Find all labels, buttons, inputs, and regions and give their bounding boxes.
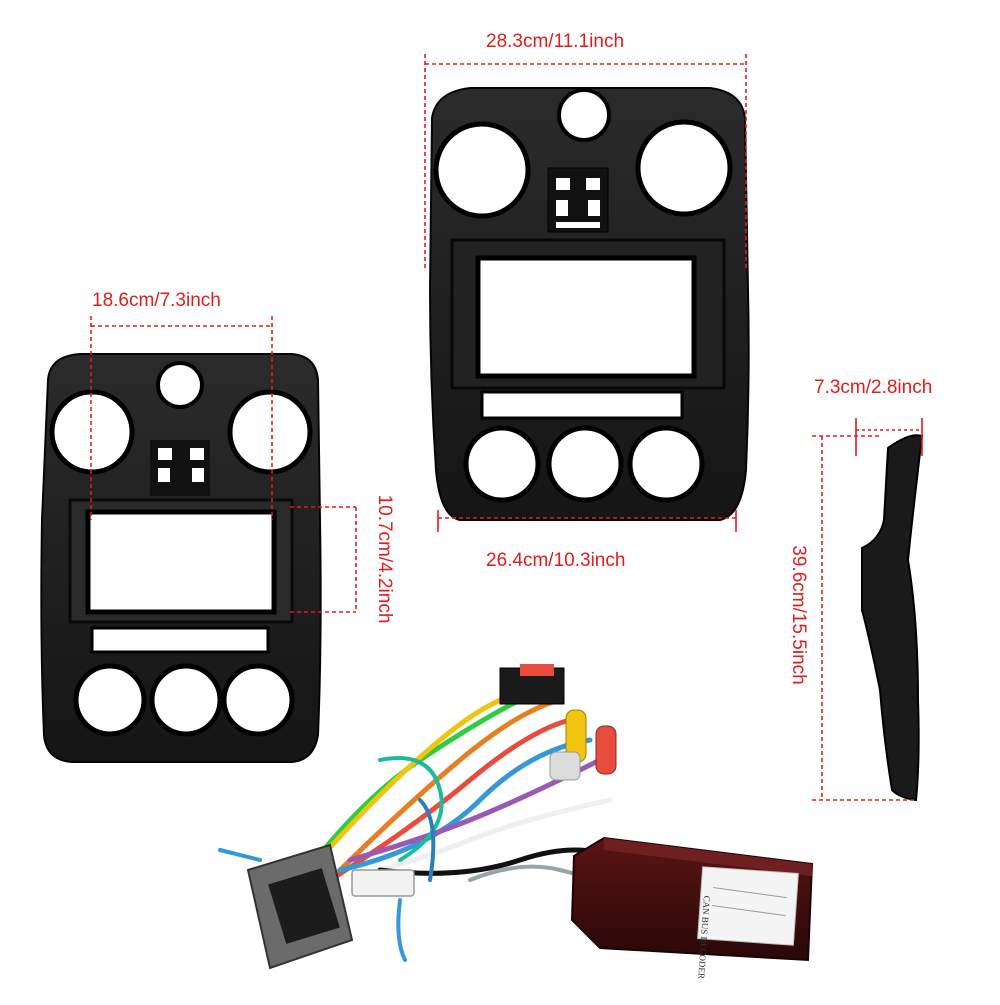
rear-bezel xyxy=(40,353,322,763)
vent-top xyxy=(557,88,611,142)
knob-left xyxy=(463,425,541,503)
vent-right xyxy=(635,119,733,217)
side-profile xyxy=(861,434,924,802)
vent-left xyxy=(433,121,531,219)
depth-label: 7.3cm/2.8inch xyxy=(814,377,933,398)
harness-connector xyxy=(246,843,354,970)
top-width-label: 28.3cm/11.1inch xyxy=(486,31,625,52)
rear-vent-left xyxy=(49,389,135,475)
opening-height-label: 10.7cm/4.2inch xyxy=(374,494,395,624)
height-label: 39.6cm/15.5inch xyxy=(788,545,809,685)
wiring-harness xyxy=(218,687,623,962)
knob-right xyxy=(627,425,705,503)
decoder-box xyxy=(570,836,814,962)
bottom-width-label: 26.4cm/10.3inch xyxy=(486,550,626,571)
dimension-lines xyxy=(90,54,923,801)
white-connector xyxy=(351,869,415,897)
front-bezel xyxy=(428,87,750,521)
rear-vent-top xyxy=(156,361,204,409)
rca-plugs xyxy=(549,709,617,781)
knob-center xyxy=(546,425,624,503)
left-width-label: 18.6cm/7.3inch xyxy=(92,290,221,311)
rear-vent-right xyxy=(227,389,313,475)
